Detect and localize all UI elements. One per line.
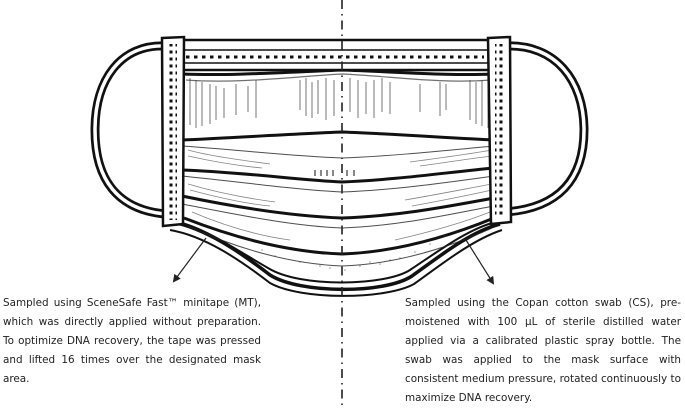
right-ear-loop <box>505 41 589 217</box>
cotton-swab-caption: Sampled using the Copan cotton swab (CS)… <box>405 294 681 408</box>
mask-body <box>169 68 503 297</box>
cotton-swab-caption-text: Sampled using the Copan cotton swab (CS)… <box>405 297 681 404</box>
minitape-caption-text: Sampled using SceneSafe Fast™ minitape (… <box>3 297 261 385</box>
right-side-strip <box>486 35 513 226</box>
nose-band <box>174 38 494 72</box>
left-side-strip <box>160 35 186 228</box>
left-arrow <box>172 237 207 283</box>
left-ear-loop <box>90 41 167 219</box>
right-arrow <box>465 239 495 285</box>
minitape-caption: Sampled using SceneSafe Fast™ minitape (… <box>3 294 261 389</box>
